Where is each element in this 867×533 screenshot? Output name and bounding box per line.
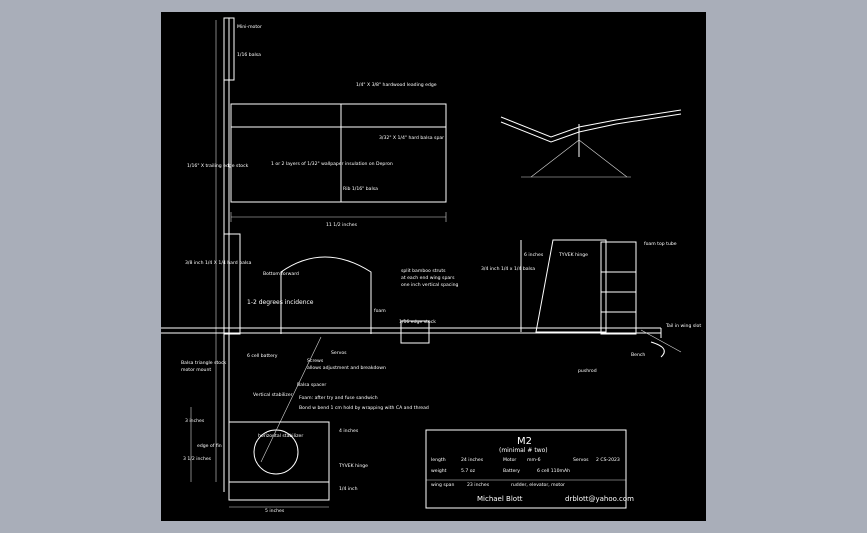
split-bamboo-note-3: one inch vertical spacing [401,282,459,288]
balsa-spacer-note: Balsa spacer [297,382,326,388]
hinge-label: TYVEK hinge [338,463,368,469]
tail-dim-note: 6 inches [524,252,544,258]
split-bamboo-note-2: at each end wing spars [401,275,455,281]
fuselage-stick [215,17,235,492]
battery-note: 6 cell battery [247,353,278,359]
motor-value: mm-6 [527,457,541,463]
small-right-note: 1/4 inch [339,486,358,492]
trailing-edge-note: 1/16" X trailing edge stock [187,163,249,169]
foam-note: foam [374,308,386,314]
top-label: Mini-motor [237,24,262,30]
tail-stock-note: 1/16 edge stock [399,319,436,325]
technical-drawing: Mini-motor 1/16 balsa 1/4" X 3/8" hardwo… [161,17,701,514]
bottom-dim: 5 inches [265,508,285,514]
wingspan-value: 23 inches [467,482,490,488]
tail-assembly [520,239,682,358]
upper-wing [230,103,447,222]
fuse-spar-note: 3/8 inch 1/4 X 1/4 hard balsa [185,260,252,266]
motor-mount-note: motor mount [181,367,211,373]
length-value: 24 inches [461,457,484,463]
pushrod-note: pushrod [578,368,597,374]
rib-note: Rib 1/16" balsa [343,186,378,192]
tyvek-hinge-label: TYVEK hinge [558,252,588,258]
title-block [425,429,627,509]
drawing-sheet: Mini-motor 1/16 balsa 1/4" X 3/8" hardwo… [161,12,706,521]
bottom-stab-note: horizontal stabilizer [258,433,303,439]
split-bamboo-note: split bamboo struts [401,268,446,274]
front-view [500,109,682,178]
hinge-note: Bond w bend 1 cm hold by wrapping with C… [299,405,429,411]
servos-label: Servos [573,457,589,463]
servo-label: Servos [331,350,347,356]
bottom-forward-note: Bottom forward [263,271,299,277]
length-label: length [431,457,446,463]
nose-sep-note: Bench [631,352,645,358]
battery-value: 6 cell 110mAh [537,468,570,474]
screw-note-2: allows adjustment and breakdown [307,365,386,371]
back-bar-note: foam top tube [644,241,677,247]
weight-value: 5.7 oz [461,468,476,474]
screw-note: Screws [307,358,324,364]
vertical-text: 1/16 balsa [237,52,261,58]
motor-label: Motor [503,457,516,463]
balsa-stab-note: Balsa triangle stock [181,360,227,366]
four-inch-dim: 4 inches [339,428,359,434]
wingspan-label: wing span [431,482,454,488]
lower-assembly [190,336,330,508]
fin-edge-note: edge of fin [197,443,222,449]
servos-value: 2 CS-2023 [596,457,620,463]
title-text: M2 [517,436,532,447]
span-dimension: 11 1/2 inches [326,222,358,228]
three-inch-dim: 3 1/2 inches [183,456,212,462]
spar-note: 3/32" X 1/4" hard balsa spar [379,135,444,141]
battery-label: Battery [503,468,520,474]
leading-edge-note: 1/4" X 3/8" hardwood leading edge [356,82,437,88]
wing-insulation-note: 1 or 2 layers of 1/32" wallpaper insulat… [271,161,393,167]
tailside-note: Tail in wing slot [665,323,701,329]
fuselage-side [161,233,662,344]
subtitle-text: (minimal # two) [499,447,548,454]
foam-sandwich-note: Foam: after try and fuse sandwich [299,395,378,401]
author-email: drblott@yahoo.com [565,495,634,503]
controls-value: rudder, elevator, motor [511,482,565,488]
weight-label: weight [431,468,447,474]
tail-height-note: 3/4 inch 1/4 x 1/4 balsa [481,266,535,272]
ten-inch-dim: 3 inches [185,418,205,424]
vertical-stab-note: Vertical stabilizer [253,392,293,398]
author-name: Michael Blott [477,495,523,503]
incidence-note: 1-2 degrees incidence [247,299,314,306]
